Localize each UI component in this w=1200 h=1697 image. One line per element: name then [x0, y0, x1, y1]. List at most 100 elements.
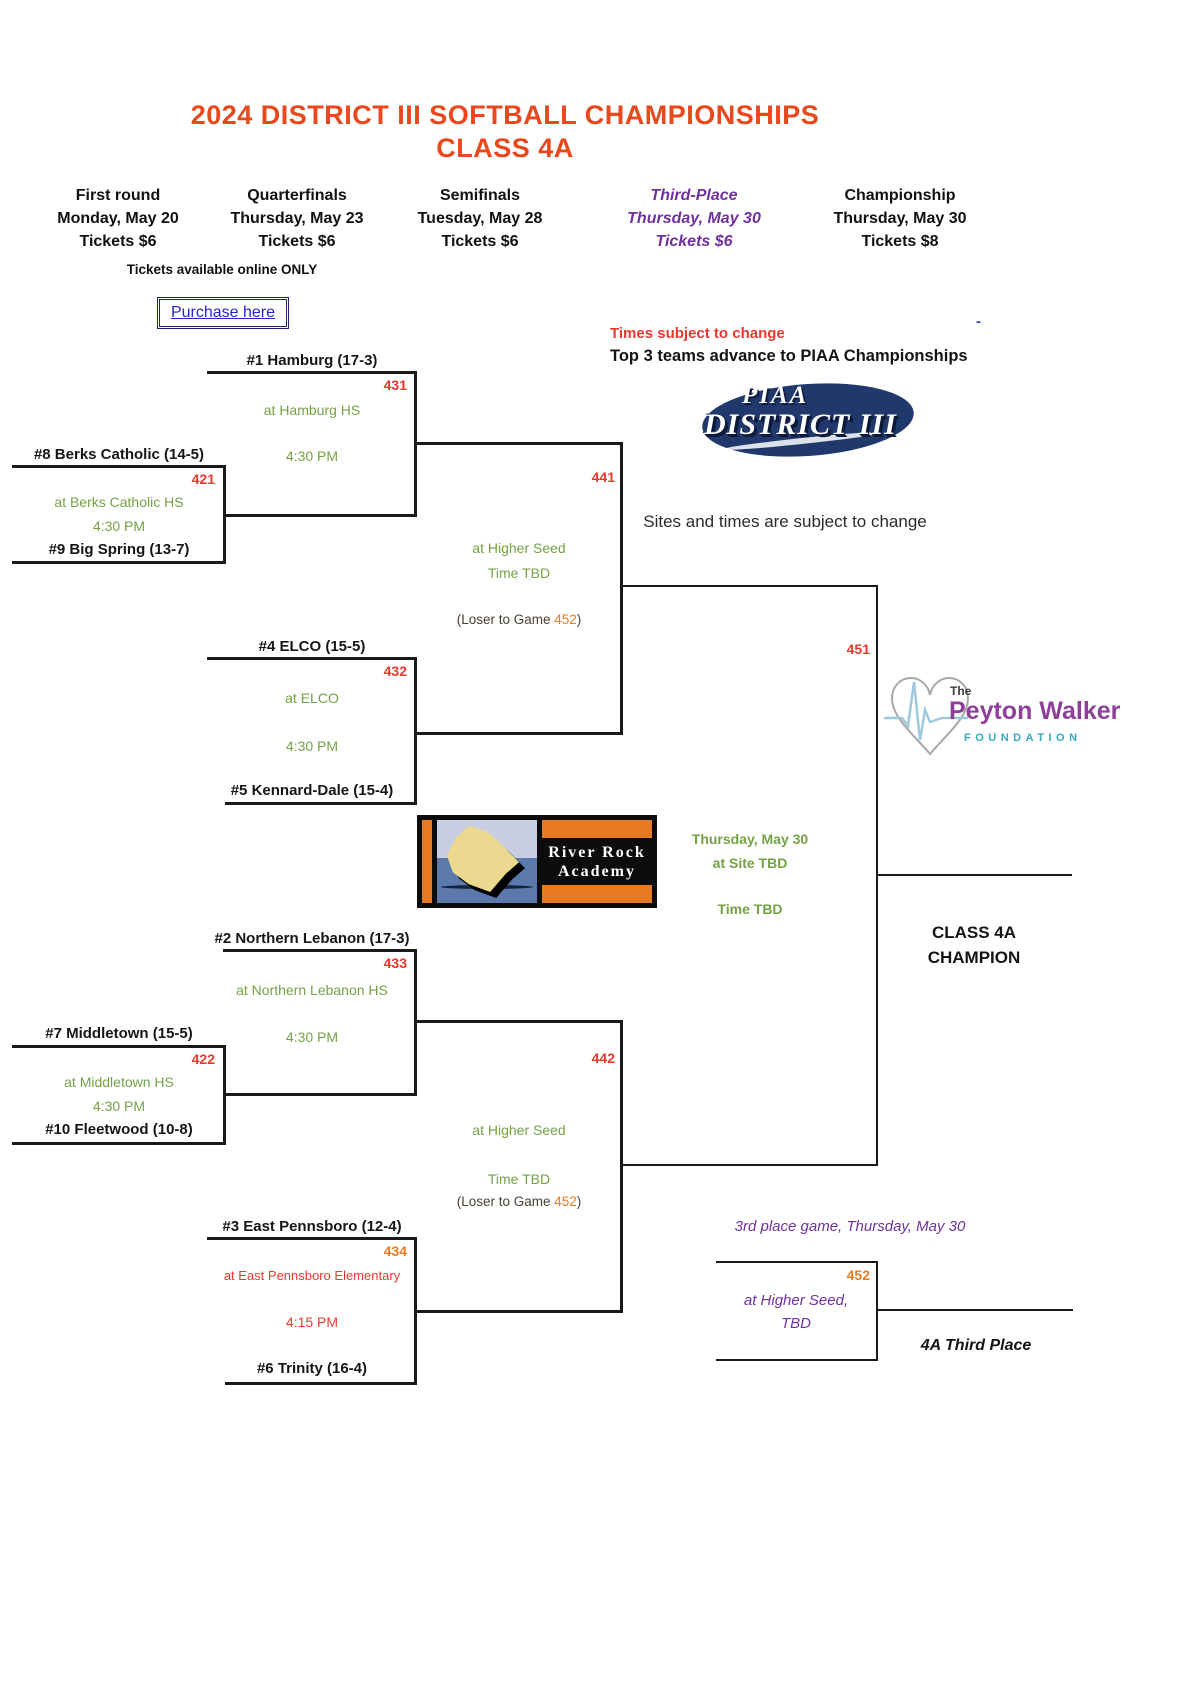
- game-number-432: 432: [383, 663, 407, 679]
- times-subject-note: Times subject to change: [610, 325, 785, 342]
- team-elco: #4 ELCO (15-5): [258, 638, 366, 655]
- game-number-452: 452: [846, 1267, 870, 1283]
- g421-time: 4:30 PM: [92, 518, 146, 534]
- piaa-district-iii-logo: PIAA DISTRICT III: [699, 376, 942, 464]
- g434-top-line: [207, 1237, 417, 1240]
- piaa-logo-text-top: PIAA: [742, 382, 809, 409]
- g441-vertical-line: [620, 442, 623, 735]
- loser-game-number: 452: [554, 1194, 577, 1209]
- g441-loser-note: (Loser to Game 452): [417, 612, 621, 627]
- g452-venue: at Higher Seed,: [743, 1292, 849, 1309]
- g442-top-line: [414, 1020, 623, 1023]
- round-header-first-round: First round Monday, May 20 Tickets $6: [28, 184, 208, 253]
- round-date: Thursday, May 30: [627, 210, 761, 227]
- game-number-441: 441: [591, 469, 615, 485]
- g433-bottom-line: [225, 1093, 417, 1096]
- team-kennard-dale: #5 Kennard-Dale (15-4): [230, 782, 394, 799]
- round-tickets: Tickets $6: [441, 233, 519, 250]
- team-northern-lebanon: #2 Northern Lebanon (17-3): [214, 930, 410, 947]
- g442-venue: at Higher Seed: [472, 1122, 566, 1138]
- round-date: Thursday, May 30: [833, 210, 967, 227]
- round-tickets: Tickets $6: [79, 233, 157, 250]
- round-name: First round: [75, 187, 161, 204]
- peyton-walker-heart-icon: [884, 676, 970, 756]
- g434-time: 4:15 PM: [285, 1314, 339, 1330]
- champion-label: CLASS 4A CHAMPION: [876, 920, 1072, 970]
- g441-bottom-line: [414, 732, 623, 735]
- g451-bottom-line: [620, 1164, 878, 1166]
- sites-times-note: Sites and times are subject to change: [643, 512, 927, 531]
- g422-vertical-line: [223, 1045, 226, 1145]
- g434-venue: at East Pennsboro Elementary: [223, 1268, 401, 1283]
- river-rock-line2: Academy: [558, 862, 636, 880]
- g431-top-line: [207, 371, 417, 374]
- piaa-logo-text-bottom: DISTRICT III: [704, 408, 897, 441]
- g433-top-line: [223, 949, 417, 952]
- g421-vertical-line: [223, 465, 226, 564]
- peyton-walker-name: Peyton Walker: [949, 697, 1121, 725]
- g421-bottom-line: [12, 561, 226, 564]
- game-number-421: 421: [191, 471, 215, 487]
- g421-venue: at Berks Catholic HS: [54, 494, 184, 510]
- g421-top-line: [12, 465, 226, 468]
- champion-line2: CHAMPION: [927, 948, 1021, 967]
- round-date: Monday, May 20: [57, 210, 179, 227]
- team-east-pennsboro: #3 East Pennsboro (12-4): [222, 1218, 402, 1235]
- g451-venue: at Site TBD: [712, 855, 788, 871]
- round-name: Quarterfinals: [247, 187, 347, 204]
- g431-venue: at Hamburg HS: [263, 402, 361, 418]
- round-tickets: Tickets $6: [258, 233, 336, 250]
- g431-time: 4:30 PM: [285, 448, 339, 464]
- game-number-442: 442: [591, 1050, 615, 1066]
- river-rock-image: [437, 820, 537, 903]
- g452-top-line: [716, 1261, 878, 1263]
- g452-vertical-line: [876, 1261, 878, 1361]
- g433-venue: at Northern Lebanon HS: [236, 982, 388, 998]
- round-header-quarterfinals: Quarterfinals Thursday, May 23 Tickets $…: [207, 184, 387, 253]
- g441-time: Time TBD: [487, 565, 551, 581]
- game-number-434: 434: [383, 1243, 407, 1259]
- loser-text: (Loser to Game: [456, 612, 555, 627]
- round-header-semifinals: Semifinals Tuesday, May 28 Tickets $6: [390, 184, 570, 253]
- g432-time: 4:30 PM: [285, 738, 339, 754]
- peyton-walker-foundation-text: FOUNDATION: [964, 732, 1082, 744]
- river-rock-line1: River Rock: [548, 843, 646, 861]
- g432-bottom-line: [225, 802, 417, 805]
- loser-text: (Loser to Game: [456, 1194, 555, 1209]
- round-header-third-place: Third-Place Thursday, May 30 Tickets $6: [604, 184, 784, 253]
- round-name: Third-Place: [650, 187, 738, 204]
- team-trinity: #6 Trinity (16-4): [256, 1360, 368, 1377]
- round-name: Championship: [844, 187, 956, 204]
- g422-bottom-line: [12, 1142, 226, 1145]
- round-tickets: Tickets $8: [861, 233, 939, 250]
- g434-vertical-line: [414, 1237, 417, 1385]
- g433-time: 4:30 PM: [285, 1029, 339, 1045]
- g452-time: TBD: [781, 1315, 811, 1332]
- g442-time: Time TBD: [487, 1171, 551, 1187]
- third-place-game-note: 3rd place game, Thursday, May 30: [734, 1218, 966, 1235]
- g451-date: Thursday, May 30: [691, 831, 809, 847]
- third-place-result-label: 4A Third Place: [920, 1337, 1032, 1354]
- river-rock-text-block: River Rock Academy: [542, 820, 652, 903]
- river-rock-orange-strip: [422, 820, 432, 903]
- top3-advance-note: Top 3 teams advance to PIAA Championship…: [610, 347, 968, 365]
- team-middletown: #7 Middletown (15-5): [45, 1025, 193, 1042]
- g432-vertical-line: [414, 657, 417, 805]
- page-title-line1: 2024 DISTRICT III SOFTBALL CHAMPIONSHIPS: [190, 100, 820, 130]
- game-number-422: 422: [191, 1051, 215, 1067]
- peyton-walker-the: The: [950, 684, 972, 698]
- purchase-here-link[interactable]: Purchase here: [170, 304, 276, 321]
- round-header-championship: Championship Thursday, May 30 Tickets $8: [810, 184, 990, 253]
- g442-loser-note: (Loser to Game 452): [417, 1194, 621, 1209]
- round-tickets: Tickets $6: [655, 233, 733, 250]
- page-title-line2: CLASS 4A: [436, 133, 574, 163]
- team-big-spring: #9 Big Spring (13-7): [48, 541, 190, 558]
- champion-line1: CLASS 4A: [931, 923, 1017, 942]
- river-rock-orange-bar-top: [542, 820, 652, 838]
- g452-winner-line: [876, 1309, 1073, 1311]
- purchase-link-box: Purchase here: [157, 297, 289, 329]
- river-rock-academy-logo: River Rock Academy: [417, 815, 657, 908]
- loser-text-close: ): [576, 1194, 582, 1209]
- river-rock-wordmark: River Rock Academy: [542, 838, 652, 885]
